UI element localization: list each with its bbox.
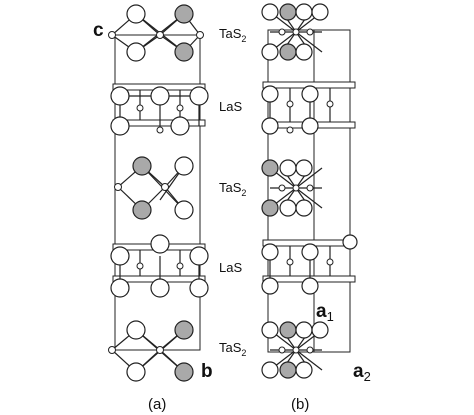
layer-label-4: LaS — [219, 260, 242, 275]
layer-label-3: TaS2 — [219, 180, 246, 198]
layer-label-2: LaS — [219, 99, 242, 114]
panel-a: c b (a) — [93, 4, 213, 413]
las-layer-a-2 — [110, 234, 209, 298]
a2-axis-label: a2 — [353, 361, 371, 384]
panel-b-label: (b) — [291, 396, 309, 413]
tas2-layer-b-top — [261, 3, 329, 61]
panel-a-label: (a) — [148, 396, 166, 413]
las-layer-b-2 — [261, 234, 358, 295]
layer-label-5: TaS2 — [219, 340, 246, 358]
layer-label-1: TaS2 — [219, 26, 246, 44]
b-axis-label: b — [201, 361, 213, 382]
las-layer-a-1 — [110, 83, 209, 136]
c-axis-label: c — [93, 20, 104, 41]
panel-b: a1 a2 (b) — [261, 3, 371, 413]
tas2-layer-a-mid — [114, 156, 194, 220]
layer-labels: TaS2 LaS TaS2 LaS TaS2 — [219, 26, 246, 358]
unit-cell-a — [114, 34, 201, 351]
a1-axis-label: a1 — [316, 301, 334, 324]
tas2-layer-b-mid — [261, 159, 323, 217]
tas2-layer-b-bottom — [261, 321, 329, 379]
tas2-layer-a-bottom — [108, 320, 194, 382]
tas2-layer-a-top — [108, 4, 204, 62]
las-layer-b-1 — [261, 81, 356, 135]
